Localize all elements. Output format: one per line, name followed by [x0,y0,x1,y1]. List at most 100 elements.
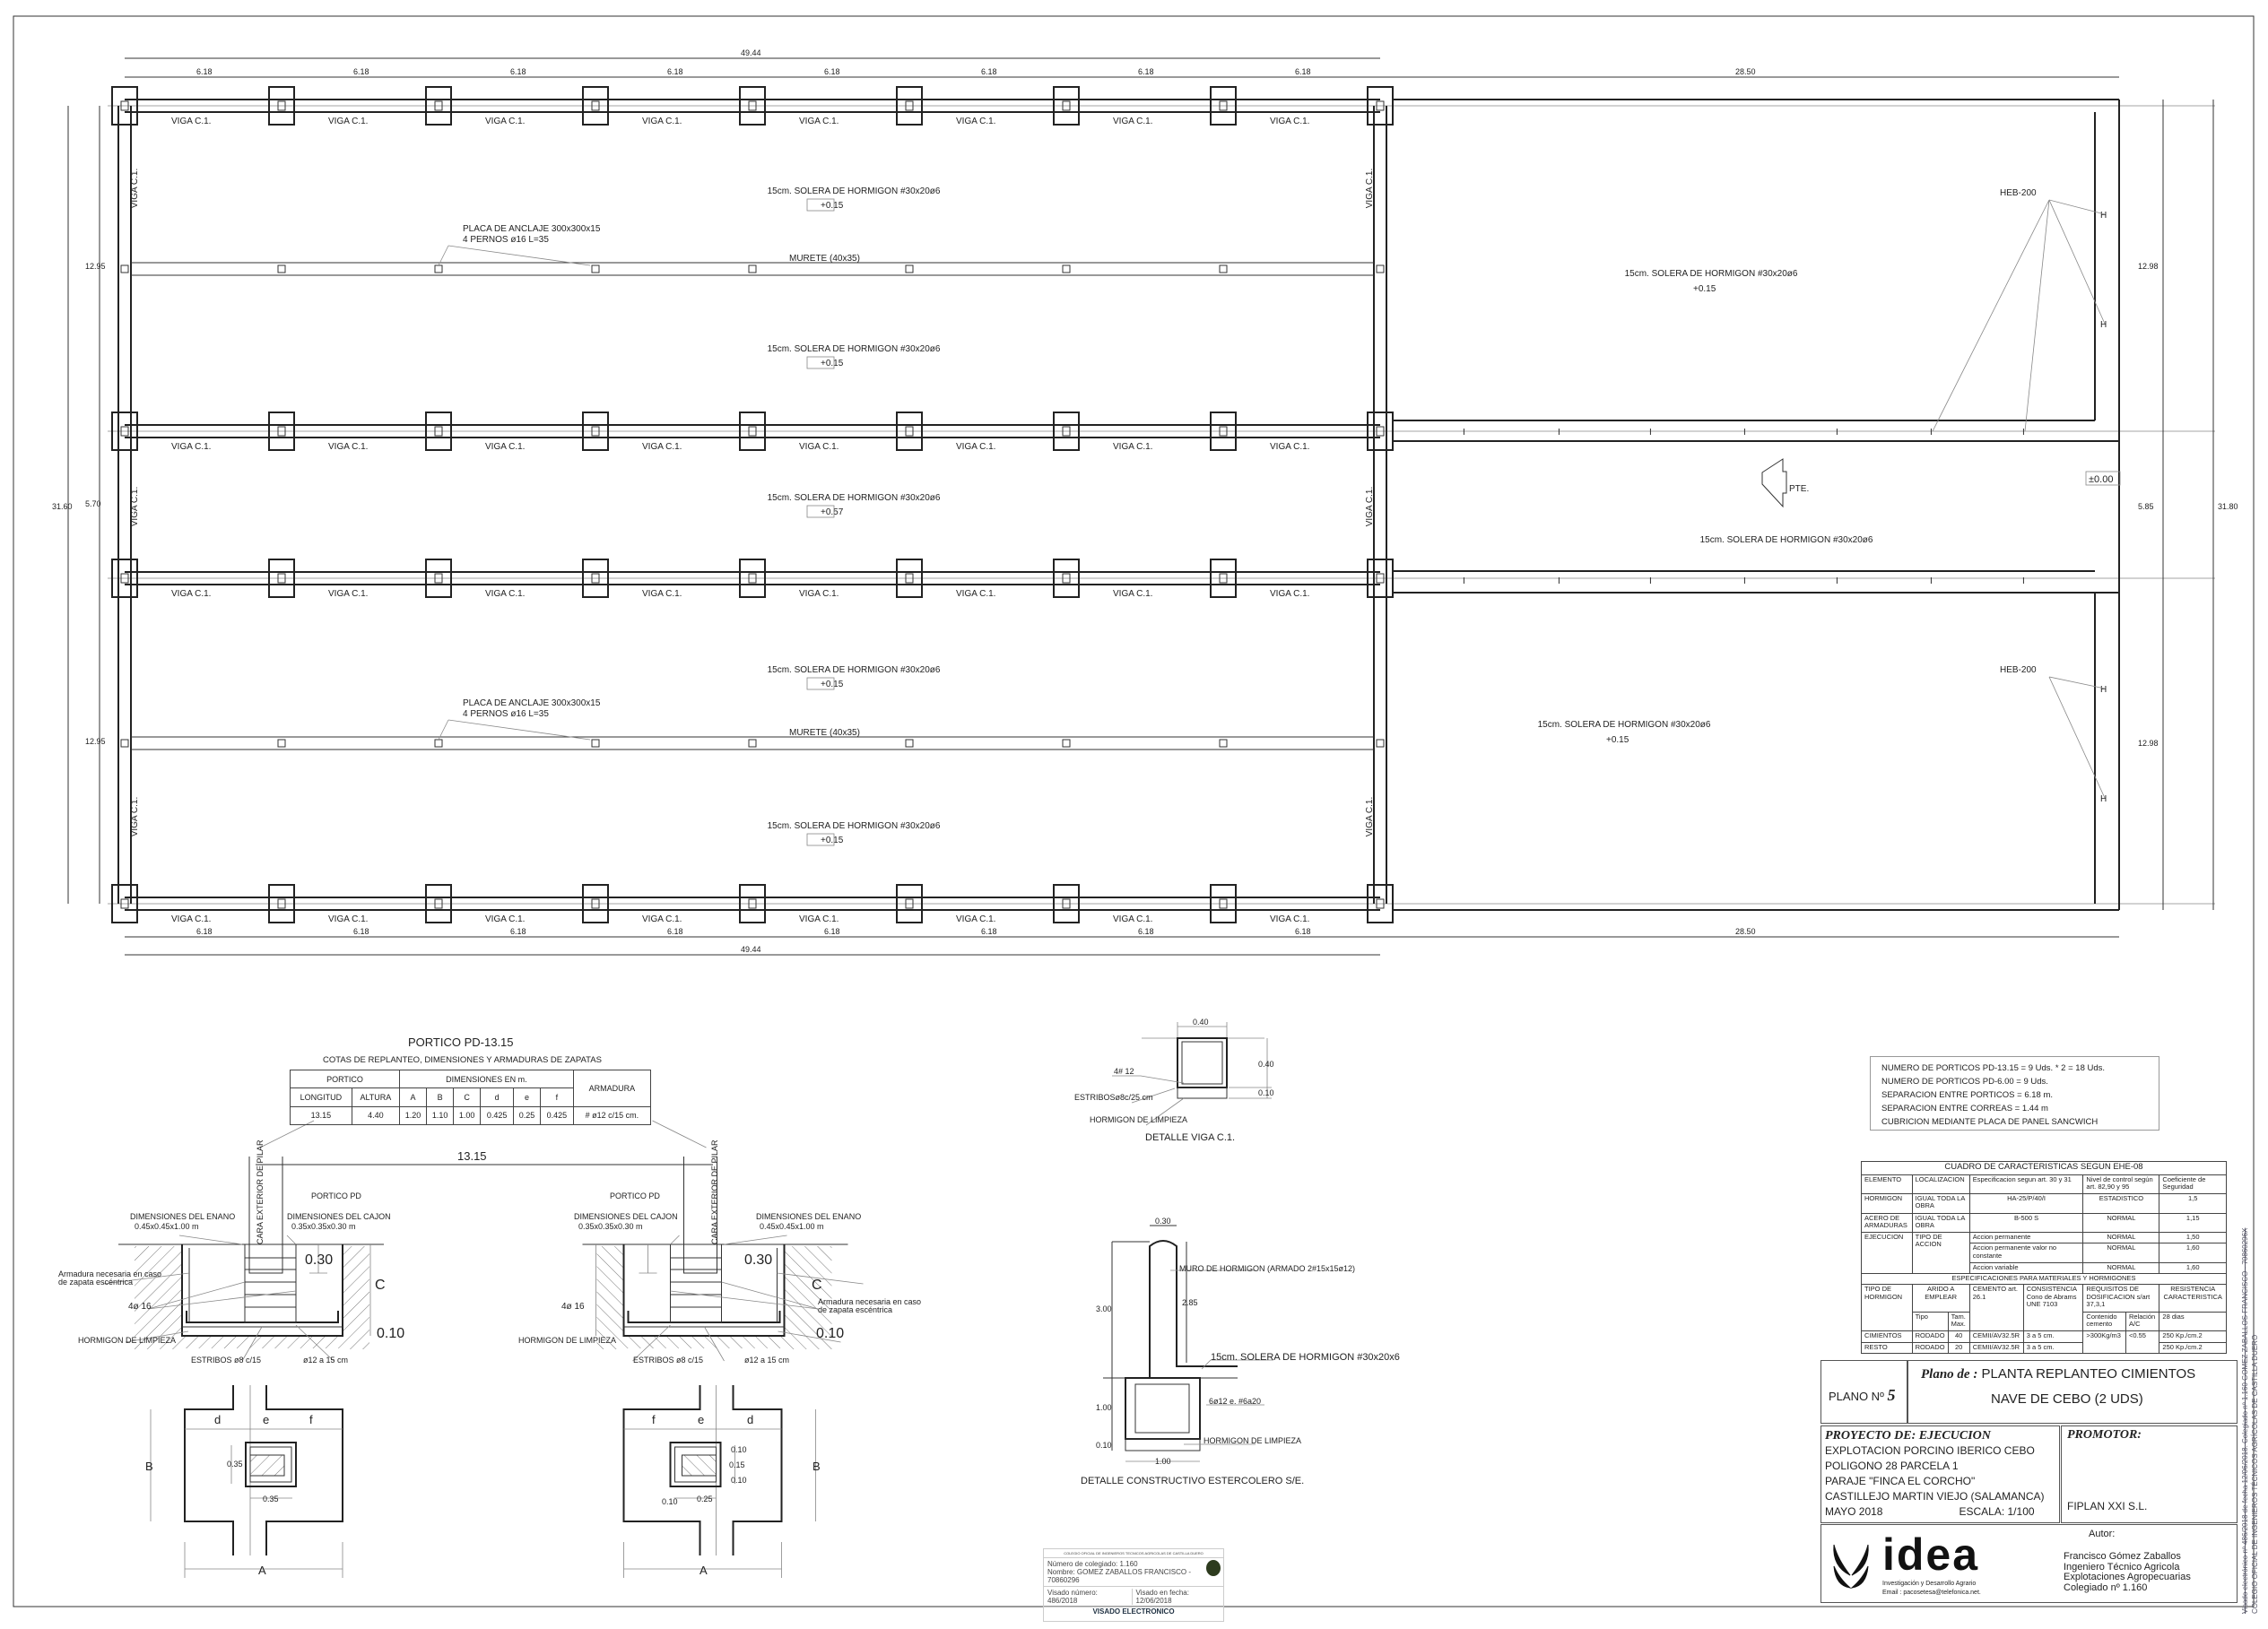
heb-leader [2048,199,2106,215]
column-footing [111,86,138,126]
column-pilar [277,100,286,111]
svg-text:ESTRIBOSø8c/25 cm: ESTRIBOSø8c/25 cm [1074,1093,1153,1102]
heb-leader [2048,676,2106,799]
column-pilar [591,573,600,584]
svg-text:0.45x0.45x1.00 m: 0.45x0.45x1.00 m [760,1222,824,1231]
bay-dim: 6.18 [196,927,213,936]
beam-label: VIGA C.1. [956,117,995,126]
portico-col-header: B [426,1087,455,1107]
stamp-fecha-label: Visado en fecha: [1135,1589,1189,1597]
promotor-label: PROMOTOR: [2067,1428,2142,1442]
svg-text:de zapata escéntrica: de zapata escéntrica [818,1305,892,1314]
footing-plan-left [150,1385,343,1578]
bay-dim: 6.18 [667,67,683,76]
portico-col-header: A [398,1087,428,1107]
svg-text:0.45x0.45x1.00 m: 0.45x0.45x1.00 m [135,1222,199,1231]
beam-label: VIGA C.1. [485,117,525,126]
column-footing [268,559,295,598]
ehe-cell: RESISTENCIA CARACTERISTICA [2159,1284,2227,1313]
ehe-cell: CEMENTO art. 26.1 [1968,1284,2024,1332]
svg-text:4ø 16: 4ø 16 [561,1302,585,1312]
span-dim-label: 13.15 [457,1149,487,1163]
slab-level: +0.15 [821,680,844,689]
svg-text:ESTRIBOS ø8 c/15: ESTRIBOS ø8 c/15 [191,1356,261,1365]
plano-label: PLANO Nº [1829,1390,1884,1403]
project-line: PARAJE "FINCA EL CORCHO" [1825,1475,1976,1487]
stamp-college: COLEGIO OFICIAL DE INGENIEROS TECNICOS A… [1044,1549,1223,1558]
column-footing [582,884,609,923]
portico-col-header: d [480,1087,514,1107]
beam-label: VIGA C.1. [171,442,211,452]
svg-text:HORMIGON DE LIMPIEZA: HORMIGON DE LIMPIEZA [1204,1436,1301,1445]
stamp-fecha: 12/06/2018 [1135,1597,1172,1605]
anchor-plate [277,264,286,273]
h-column-icon: H [2100,211,2107,221]
idea-logo-leaf-icon [1833,1544,1869,1589]
slope-arrow-icon [1761,458,1787,508]
portico-subtitle: COTAS DE REPLANTEO, DIMENSIONES Y ARMADU… [323,1055,602,1065]
side-stamp-line2: COLEGIO OFICIAL DE INGENIEROS TÉCNICOS A… [2251,1334,2259,1614]
svg-text:0.35x0.35x0.30 m: 0.35x0.35x0.30 m [291,1222,356,1231]
viga-detail: 0.40 0.40 0.10 4# 12 ESTRIBOSø8c/25 cm H… [1074,1018,1274,1143]
column-footing [1210,86,1237,126]
column-pilar [277,426,286,437]
svg-text:1.00: 1.00 [1155,1457,1171,1466]
column-footing [1053,884,1080,923]
column-pilar [905,100,914,111]
logo-email: Email : pacosetesa@telefonica.net. [1882,1590,1981,1596]
ehe-cell: NORMAL [2082,1212,2160,1233]
column-pilar [748,426,757,437]
i-beam-icon: I [1649,428,1652,438]
stamp-nombre: Nombre: GOMEZ ZABALLOS FRANCISCO - 70860… [1047,1568,1192,1584]
column-pilar [434,898,443,909]
note-line: NUMERO DE PORTICOS PD-6.00 = 9 Uds. [1881,1077,2048,1087]
ehe-cell: 250 Kp./cm.2 [2159,1330,2227,1343]
svg-text:15cm. SOLERA DE HORMIGON #30x2: 15cm. SOLERA DE HORMIGON #30x20x6 [1211,1352,1400,1363]
ehe-cell: Accion variable [1968,1261,2084,1275]
right-dim: 5.85 [2138,502,2154,511]
ehe-cell: CUADRO DE CARACTERISTICAS SEGUN EHE-08 [1861,1161,2227,1175]
slab-level: +0.15 [1606,735,1629,745]
anchor-leader [438,245,449,266]
svg-text:0.35: 0.35 [227,1460,243,1469]
beam-label-vertical: VIGA C.1. [130,797,140,836]
proyecto-label: PROYECTO DE: EJECUCION [1825,1429,1991,1443]
column-footing [268,86,295,126]
beam-label: VIGA C.1. [1113,589,1152,599]
column-footing [896,86,923,126]
anchor-plate [1376,739,1385,748]
svg-text:PORTICO PD: PORTICO PD [610,1191,660,1200]
bay-dim: 6.18 [667,927,683,936]
heb-leader [2048,676,2106,689]
ehe-cell: 1,60 [2159,1261,2227,1275]
svg-text:4# 12: 4# 12 [1114,1067,1134,1076]
column-pilar [748,100,757,111]
logo-tagline: Investigación y Desarrollo Agrario [1882,1581,1977,1587]
notes-box: NUMERO DE PORTICOS PD-13.15 = 9 Uds. * 2… [1870,1056,2159,1131]
column-footing [111,559,138,598]
beam-label-vertical: VIGA C.1. [1365,797,1375,836]
ehe-cell: Relación A/C [2125,1311,2160,1332]
svg-text:3.00: 3.00 [1096,1304,1112,1313]
portico-cell: 4.40 [351,1105,400,1126]
column-footing [1053,412,1080,451]
column-pilar [434,100,443,111]
bay-dim: 6.18 [353,67,369,76]
column-pilar [591,426,600,437]
column-pilar [120,573,129,584]
column-footing [896,559,923,598]
column-footing [425,559,452,598]
author-line: Ingeniero Técnico Agricola [2064,1561,2180,1573]
ehe-cell: ARIDO A EMPLEAR [1911,1284,1970,1313]
svg-text:0.30: 0.30 [305,1252,333,1268]
beam-label: VIGA C.1. [956,589,995,599]
i-beam-icon: I [1930,428,1933,438]
slab-level: +0.15 [821,359,844,368]
beam-label: VIGA C.1. [1113,117,1152,126]
column-footing [582,86,609,126]
anchor-plate [434,264,443,273]
beam-label: VIGA C.1. [1270,117,1309,126]
murete-label: MURETE (40x35) [789,254,860,264]
ehe-cell: 250 Kp./cm.2 [2159,1341,2227,1355]
anchor-plate [434,739,443,748]
